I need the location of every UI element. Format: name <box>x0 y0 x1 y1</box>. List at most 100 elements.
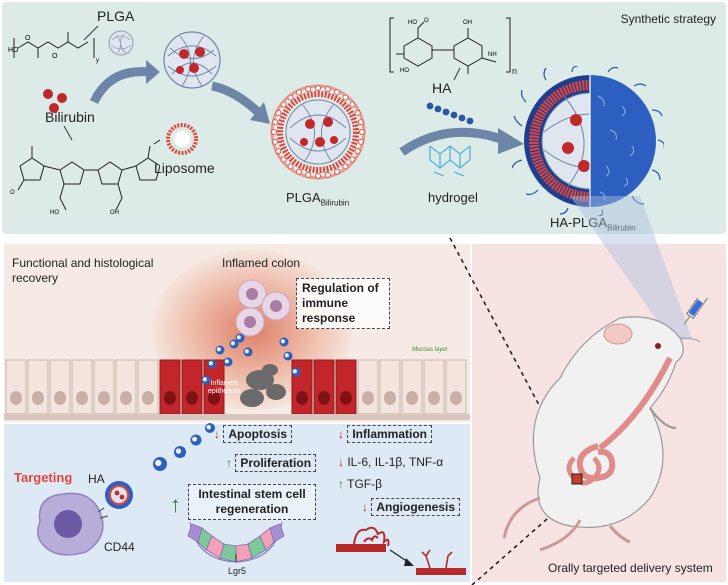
liposome-head <box>287 94 294 101</box>
liposome-head <box>354 148 361 155</box>
nanoparticle-core <box>192 436 198 442</box>
nanoparticle-core <box>202 377 207 382</box>
tgf-up-icon: ↑ <box>338 477 344 491</box>
nanoparticle-core <box>216 347 221 352</box>
liposome-head <box>334 168 341 175</box>
epithelium-row <box>4 359 470 420</box>
liposome-head <box>295 168 302 175</box>
nanoparticle-core <box>224 359 229 364</box>
cell-nucleus <box>142 391 154 405</box>
tgf-label: TGF-β <box>347 477 383 491</box>
liposome-head <box>315 85 322 91</box>
svg-text:y: y <box>96 58 99 64</box>
cell-nucleus <box>76 391 88 405</box>
targeting-label: Targeting <box>14 470 73 485</box>
target-cell-icon <box>37 492 109 556</box>
cytokines-down-icon: ↓ <box>338 455 344 469</box>
cell-nucleus <box>450 391 462 405</box>
stem-cell-up-icon: ↑ <box>170 492 181 517</box>
bilirubin-line-icon <box>63 125 73 141</box>
svg-text:HO: HO <box>408 20 417 26</box>
liposome-head <box>295 89 302 96</box>
liposome-head <box>354 109 361 116</box>
svg-text:O: O <box>25 35 31 42</box>
apoptosis-box: Apoptosis <box>223 425 293 443</box>
svg-text:HO: HO <box>50 210 59 216</box>
ha-structure-n: n <box>512 66 518 76</box>
cell-nucleus <box>32 391 44 405</box>
inflammation-box: Inflammation <box>347 425 433 443</box>
ha-plga-sub: Bilirubin <box>607 224 635 233</box>
inflammation-row: ↓ Inflammation <box>338 425 433 443</box>
vessels-icon <box>336 526 466 575</box>
targeting-particle-icon <box>105 481 133 509</box>
cell-nucleus <box>164 391 176 405</box>
synthesis-title: Synthetic strategy <box>620 12 716 26</box>
liposome-head <box>280 156 287 163</box>
svg-text:OH: OH <box>110 210 119 216</box>
cell-nucleus <box>318 391 330 405</box>
liposome-head <box>272 119 279 126</box>
nanoparticle-core <box>236 335 241 340</box>
liposome-head <box>287 163 294 170</box>
cell-nucleus <box>340 391 352 405</box>
mouse-caption: Orally targeted delivery system <box>548 561 713 575</box>
functional-recovery-label: Functional and histological recovery <box>12 256 154 285</box>
apoptosis-row: ↓ Apoptosis <box>214 425 293 443</box>
svg-text:HO: HO <box>400 68 409 74</box>
nanoparticle-core <box>206 425 211 430</box>
plga-bilirubin-core-icon <box>163 31 221 89</box>
liposome-head <box>275 109 282 116</box>
mouse-illustration <box>502 298 715 552</box>
liposome-head <box>271 129 277 136</box>
nanoparticle-core <box>175 448 182 454</box>
liposome-head <box>305 86 312 93</box>
ha-line-icon <box>453 67 461 81</box>
cell-nucleus <box>54 391 66 405</box>
cell-nucleus <box>362 391 374 405</box>
cell-nucleus <box>98 391 110 405</box>
synthesis-arrow-1 <box>90 60 160 105</box>
cell-nucleus <box>208 391 220 405</box>
nanoparticle-core <box>208 361 213 366</box>
stem-cell-box: Intestinal stem cell regeneration <box>188 484 316 520</box>
synthesis-arrow-3 <box>399 127 524 156</box>
liposome-icon <box>166 123 198 155</box>
cell-nucleus <box>406 391 418 405</box>
nanoparticle-core <box>155 459 162 467</box>
liposome-head <box>272 138 279 145</box>
liposome-head <box>357 119 364 126</box>
basement-membrane <box>4 414 470 420</box>
liposome-head <box>342 94 349 101</box>
plga-structure-icon: O O HO y <box>8 32 99 64</box>
immune-cells-icon <box>235 279 291 337</box>
regulation-box: Regulation of immune response <box>296 278 390 329</box>
plga-bilirubin-main: PLGA <box>286 190 321 205</box>
stem-cell-row: ↑ <box>170 486 181 517</box>
ha-mech-label: HA <box>88 472 105 486</box>
liposome-head <box>357 138 364 145</box>
liposome-head <box>324 171 331 178</box>
plga-bilirubin-sub: Bilirubin <box>320 198 350 208</box>
angiogenesis-box: Angiogenesis <box>371 498 461 516</box>
plga-label: PLGA <box>97 8 135 24</box>
nanoparticle-core <box>280 339 285 344</box>
cell-nucleus <box>296 391 308 405</box>
crypt-icon <box>187 521 285 563</box>
nanoparticle-core <box>230 341 235 346</box>
liposome-head <box>315 173 322 180</box>
nanoparticle-core <box>292 369 297 374</box>
tgf-row: ↑ TGF-β <box>338 477 382 491</box>
cell-nucleus <box>186 391 198 405</box>
ha-plga-particle-icon <box>512 66 664 216</box>
cell-nucleus <box>384 391 396 405</box>
colon-particles <box>201 333 301 407</box>
liposome-head <box>324 86 331 93</box>
cell-nucleus <box>120 391 132 405</box>
bilirubin-label: Bilirubin <box>45 109 95 125</box>
nanoparticle-core <box>244 349 249 354</box>
bilirubin-structure-icon: O HO OH <box>10 139 160 216</box>
inflammation-down-icon: ↓ <box>338 427 344 441</box>
liposome-label: Liposome <box>154 160 215 176</box>
cell-nucleus <box>10 391 22 405</box>
